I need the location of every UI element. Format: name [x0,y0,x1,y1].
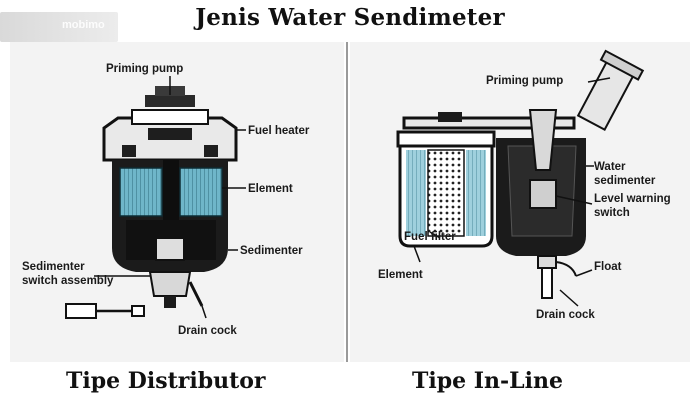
label-sedimenter: Sedimenter [240,245,303,257]
distributor-leader-lines [94,76,246,319]
priming-pump-inline [576,49,645,131]
panel-divider [346,42,348,362]
element-right [179,167,223,217]
watermark-logo: mobimo [0,12,118,42]
distributor-filter-illustration [65,86,238,319]
priming-pump-knob [145,95,195,107]
label-float: Float [594,261,622,273]
label-drain-cock-inline: Drain cock [536,309,595,321]
connector-plug [65,303,97,319]
inline-leader-lines [413,77,611,307]
label-sedimenter-switch-line1: Sedimenter [22,261,85,273]
label-priming-pump-inline: Priming pump [486,75,563,87]
label-fuel-heater: Fuel heater [248,125,310,137]
label-drain-cock-distributor: Drain cock [178,325,237,337]
label-element-distributor: Element [248,183,293,195]
fuel-filter-mesh [427,149,465,237]
switch-assembly [148,271,192,297]
label-priming-pump-distributor: Priming pump [106,63,183,75]
drain-cock-inline [541,267,553,299]
label-element-inline: Element [378,269,423,281]
fuel-filter-element-right [466,150,486,236]
label-water-sedimenter-line2: sedimenter [594,175,656,187]
label-water-sedimenter-line1: Water [594,161,626,173]
label-level-warning-line2: switch [594,207,630,219]
caption-inline: Tipe In-Line [412,368,564,394]
level-switch [529,179,557,209]
float-tube [528,109,558,171]
label-fuel-filter: Fuel filter [404,231,456,243]
label-sedimenter-switch-line2: switch assembly [22,275,114,287]
inline-filter-illustration [396,49,645,299]
page-title: Jenis Water Sendimeter [195,4,505,31]
label-level-warning-line1: Level warning [594,193,671,205]
watermark-text: mobimo [62,19,105,31]
fuel-filter-element-left [406,150,426,236]
caption-distributor: Tipe Distributor [66,368,266,394]
element-left [119,167,163,217]
